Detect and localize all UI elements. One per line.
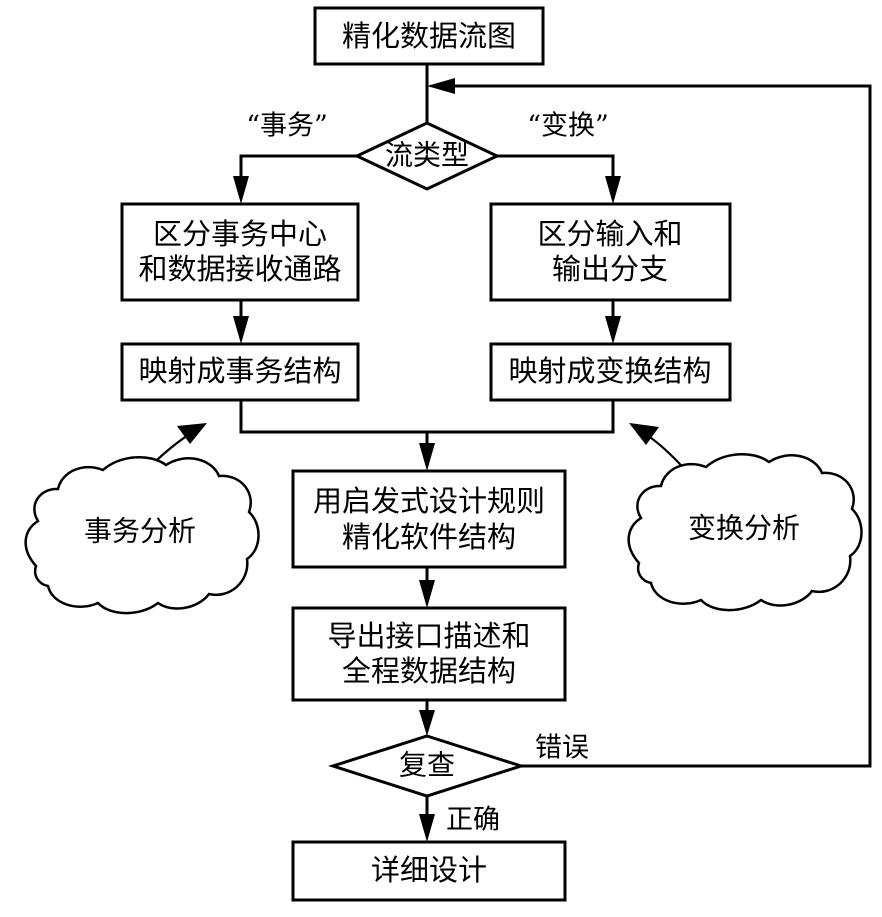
node-input-output[interactable]: 区分输入和 输出分支 — [489, 202, 732, 302]
edge-transaction-center-to-map — [233, 300, 249, 344]
node-detail-design[interactable]: 详细设计 — [291, 840, 567, 902]
node-flow-type[interactable]: 流类型 — [353, 121, 501, 191]
node-input-output-line2: 输出分支 — [552, 252, 668, 286]
node-transaction-center-line2: 和数据接收通路 — [138, 252, 341, 286]
edge-review-error-feedback — [427, 78, 872, 768]
node-transaction-analysis[interactable]: 事务分析 — [24, 455, 260, 615]
node-input-output-line1: 区分输入和 — [537, 217, 682, 251]
node-transaction-center[interactable]: 区分事务中心 和数据接收通路 — [120, 202, 360, 302]
edge-maps-merge-to-refine — [239, 400, 615, 471]
node-review[interactable]: 复查 — [328, 734, 526, 798]
node-map-transform-label: 映射成变换结构 — [508, 354, 711, 388]
edge-label-transform-branch: “变换” — [527, 111, 609, 142]
edge-derive-to-review — [419, 700, 435, 736]
edge-review-to-detail-design — [419, 796, 435, 842]
edge-flowtype-to-input-output — [497, 154, 621, 204]
node-map-transform[interactable]: 映射成变换结构 — [489, 342, 732, 402]
node-derive-interface-line2: 全程数据结构 — [342, 654, 516, 688]
node-derive-interface[interactable]: 导出接口描述和 全程数据结构 — [291, 606, 567, 702]
node-flow-type-label: 流类型 — [385, 139, 469, 172]
node-refine-structure[interactable]: 用启发式设计规则 精化软件结构 — [291, 469, 567, 569]
node-transform-analysis[interactable]: 变换分析 — [627, 452, 863, 612]
edge-label-review-error: 错误 — [535, 733, 589, 764]
edge-label-review-correct: 正确 — [446, 805, 500, 836]
node-transform-analysis-label: 变换分析 — [688, 512, 800, 545]
node-map-transaction[interactable]: 映射成事务结构 — [120, 342, 360, 402]
edge-flowtype-to-transaction-center — [233, 154, 357, 204]
node-refine-structure-line2: 精化软件结构 — [342, 520, 516, 554]
edge-label-transaction-branch: “事务” — [246, 111, 328, 142]
node-start-label: 精化数据流图 — [342, 19, 516, 53]
node-transaction-analysis-label: 事务分析 — [84, 515, 196, 548]
node-start[interactable]: 精化数据流图 — [313, 6, 545, 66]
node-detail-design-label: 详细设计 — [371, 853, 487, 887]
node-derive-interface-line1: 导出接口描述和 — [327, 619, 530, 653]
edge-refine-to-derive — [419, 567, 435, 608]
node-refine-structure-line1: 用启发式设计规则 — [313, 484, 545, 518]
edge-input-output-to-map — [605, 300, 621, 344]
node-review-label: 复查 — [399, 749, 455, 782]
node-transaction-center-line1: 区分事务中心 — [153, 217, 327, 251]
node-map-transaction-label: 映射成事务结构 — [138, 354, 341, 388]
